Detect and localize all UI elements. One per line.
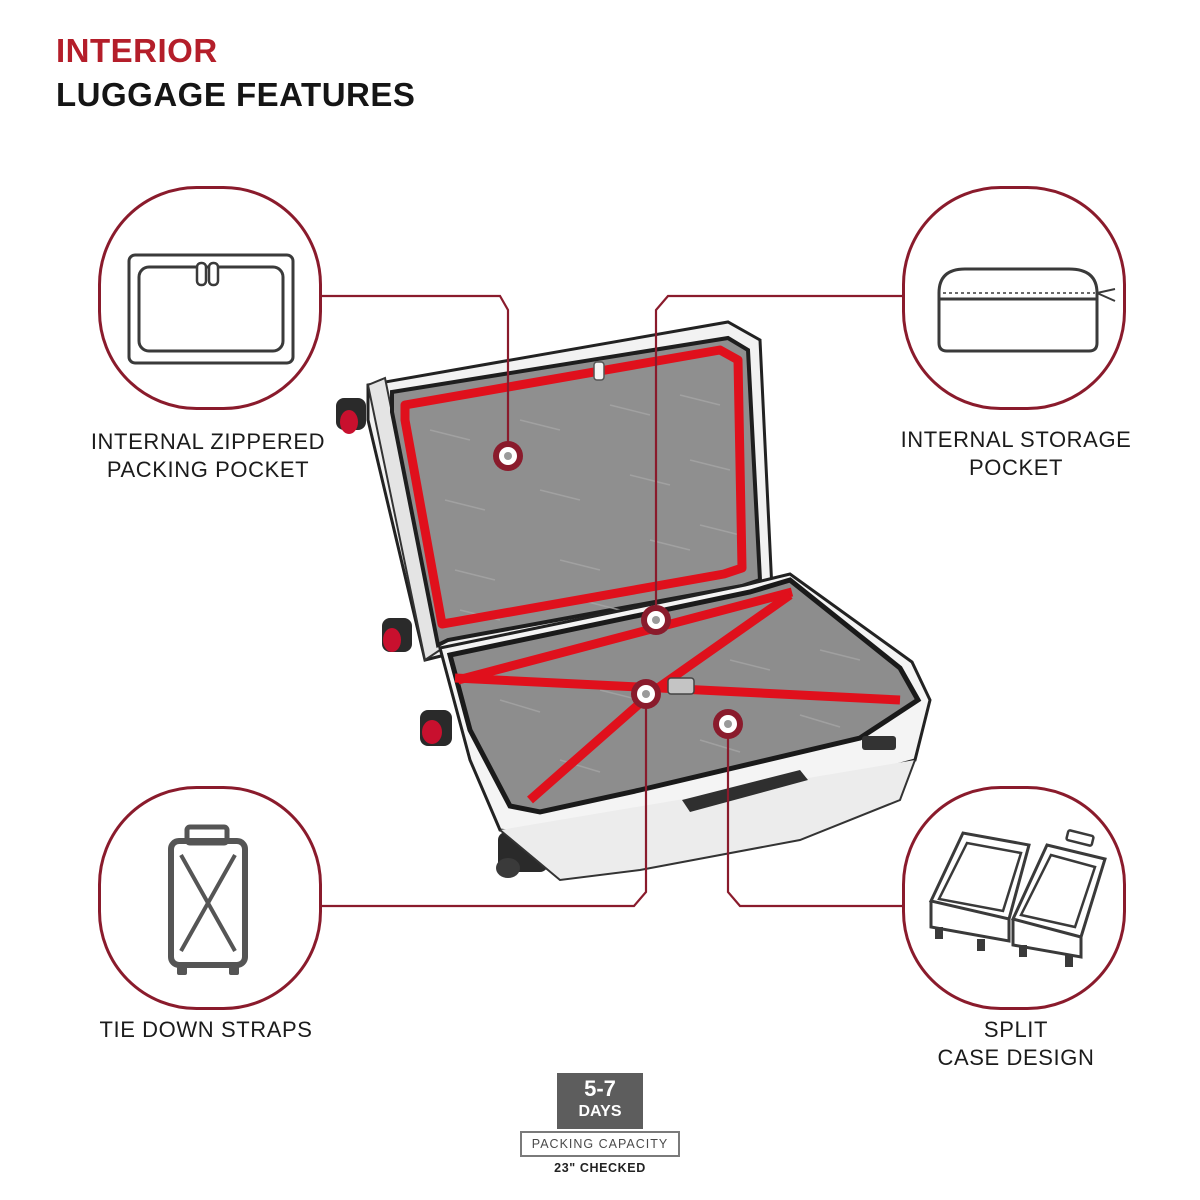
capacity-label: PACKING CAPACITY	[520, 1131, 680, 1157]
storage-pouch-icon	[937, 267, 1116, 353]
callout-marker-straps	[631, 679, 661, 709]
title-luggage-features: LUGGAGE FEATURES	[56, 76, 416, 113]
callout-marker-zippered	[493, 441, 523, 471]
zippered-pocket-icon	[127, 253, 295, 365]
suitcase-wheel	[420, 710, 452, 746]
feature-badge-storage	[902, 186, 1126, 410]
capacity-size: 23" CHECKED	[554, 1161, 646, 1175]
feature-label-zippered: INTERNAL ZIPPERED PACKING POCKET	[90, 429, 326, 482]
suitcase-wheel	[382, 618, 412, 652]
capacity-days-number: 5-7	[584, 1076, 616, 1101]
callout-marker-storage	[641, 605, 671, 635]
feature-label-straps: TIE DOWN STRAPS	[99, 1017, 313, 1042]
title-interior: INTERIOR	[56, 32, 218, 69]
feature-label-split: SPLIT CASE DESIGN	[937, 1017, 1095, 1070]
feature-badge-straps	[98, 786, 322, 1010]
tie-down-straps-icon	[168, 824, 248, 975]
packing-capacity-badge: 5-7 DAYS PACKING CAPACITY 23" CHECKED	[518, 1073, 682, 1175]
callout-lines	[322, 294, 902, 908]
open-suitcase	[336, 320, 932, 882]
suitcase-wheel	[336, 398, 366, 434]
callout-marker-split	[713, 709, 743, 739]
feature-badge-zippered	[98, 186, 322, 410]
capacity-days-unit: DAYS	[578, 1103, 622, 1120]
capacity-days-box: 5-7 DAYS	[557, 1073, 643, 1129]
feature-label-storage: INTERNAL STORAGE POCKET	[900, 427, 1132, 480]
split-case-icon	[928, 829, 1107, 967]
feature-badge-split	[902, 786, 1126, 1010]
